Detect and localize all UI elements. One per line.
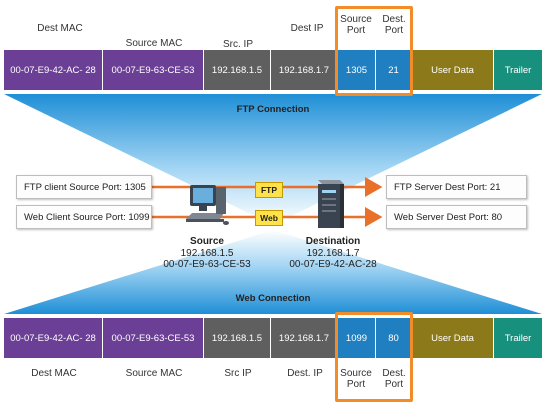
- destination-host-label: Destination 192.168.1.7 00-07-E9-42-AC-2…: [278, 236, 388, 271]
- top-user-data-cell: User Data: [412, 50, 494, 90]
- source-ip: 192.168.1.5: [180, 247, 234, 259]
- destination-ip: 192.168.1.7: [306, 247, 360, 259]
- top-source-mac-cell: 00-07-E9-63-CE-53: [103, 50, 204, 90]
- bottom-trailer-cell: Trailer: [494, 318, 542, 358]
- bottom-footer-source-port-l1: Source: [340, 368, 372, 379]
- top-header-dest-ip: Dest IP: [290, 23, 324, 34]
- top-funnel: [4, 94, 542, 225]
- bottom-footer-src-ip: Src IP: [224, 368, 252, 379]
- bottom-footer-dest-port-l1: Dest.: [382, 368, 406, 379]
- computer-icon: [186, 185, 229, 225]
- bottom-footer-source-port: Source Port: [336, 368, 376, 390]
- top-header-source-port-l1: Source: [340, 14, 372, 25]
- top-header-source-port: Source Port: [336, 14, 376, 36]
- bottom-dest-mac-cell: 00-07-E9-42-AC- 28: [4, 318, 103, 358]
- top-header-source-port-l2: Port: [346, 25, 366, 36]
- bottom-dest-ip-cell: 192.168.1.7: [271, 318, 338, 358]
- bottom-footer-source-mac: Source MAC: [125, 368, 183, 379]
- bottom-funnel: [4, 230, 542, 314]
- top-header-source-mac: Source MAC: [125, 38, 183, 49]
- source-host-label: Source 192.168.1.5 00-07-E9-63-CE-53: [154, 236, 260, 271]
- top-source-port-cell: 1305: [338, 50, 376, 90]
- top-dest-mac-cell: 00-07-E9-42-AC- 28: [4, 50, 103, 90]
- bottom-src-ip-cell: 192.168.1.5: [204, 318, 271, 358]
- destination-mac: 00-07-E9-42-AC-28: [289, 259, 377, 270]
- top-header-src-ip: Src. IP: [222, 39, 253, 50]
- bottom-source-port-cell: 1099: [338, 318, 376, 358]
- web-connection-label: Web Connection: [235, 293, 311, 304]
- bottom-footer-dest-port-l2: Port: [384, 379, 404, 390]
- web-tag: Web: [255, 210, 283, 226]
- top-dest-ip-cell: 192.168.1.7: [271, 50, 338, 90]
- bottom-footer-source-port-l2: Port: [346, 379, 366, 390]
- top-trailer-cell: Trailer: [494, 50, 542, 90]
- bottom-source-mac-cell: 00-07-E9-63-CE-53: [103, 318, 204, 358]
- ftp-client-source-port-box: FTP client Source Port: 1305: [16, 175, 152, 199]
- bottom-port-highlight: [335, 312, 413, 402]
- ftp-tag: FTP: [255, 182, 283, 198]
- top-header-dest-port-l2: Port: [384, 25, 404, 36]
- ftp-server-dest-port-box: FTP Server Dest Port: 21: [386, 175, 527, 199]
- bottom-frame: 00-07-E9-42-AC- 28 00-07-E9-63-CE-53 192…: [4, 318, 542, 358]
- source-mac: 00-07-E9-63-CE-53: [163, 259, 251, 270]
- bottom-footer-dest-mac: Dest MAC: [31, 368, 77, 379]
- ftp-connection-label: FTP Connection: [236, 104, 310, 115]
- top-header-dest-port: Dest. Port: [376, 14, 412, 36]
- bottom-dest-port-cell: 80: [376, 318, 412, 358]
- bottom-footer-dest-ip: Dest. IP: [287, 368, 323, 379]
- source-title: Source: [190, 236, 224, 247]
- web-server-dest-port-box: Web Server Dest Port: 80: [386, 205, 527, 229]
- top-header-dest-port-l1: Dest.: [382, 14, 406, 25]
- top-frame: 00-07-E9-42-AC- 28 00-07-E9-63-CE-53 192…: [4, 50, 542, 90]
- top-port-highlight: [335, 6, 413, 96]
- destination-title: Destination: [305, 236, 361, 247]
- web-client-source-port-box: Web Client Source Port: 1099: [16, 205, 152, 229]
- server-icon: [318, 180, 344, 228]
- bottom-footer-dest-port: Dest. Port: [376, 368, 412, 390]
- top-src-ip-cell: 192.168.1.5: [204, 50, 271, 90]
- bottom-user-data-cell: User Data: [412, 318, 494, 358]
- top-header-dest-mac: Dest MAC: [37, 23, 83, 34]
